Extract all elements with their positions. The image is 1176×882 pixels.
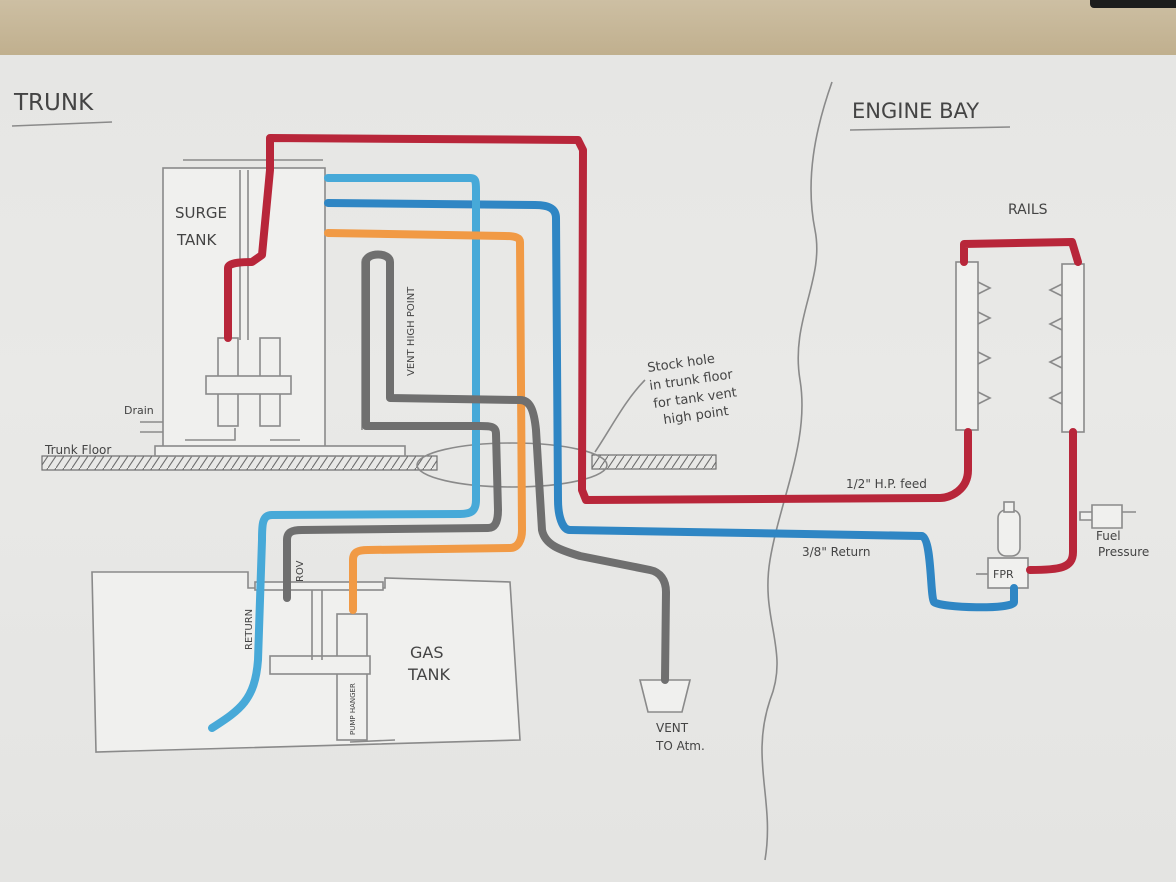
trunk-underline — [11, 121, 113, 127]
desk-surface — [0, 0, 1176, 60]
fpr-dome — [997, 509, 1021, 557]
trunk-floor-right — [591, 454, 717, 470]
trunk-engine-divider — [761, 81, 833, 861]
fuel-pressure-label-2: Pressure — [1098, 545, 1149, 559]
orange-feed-line — [324, 229, 526, 614]
vent-label-1: VENT — [656, 721, 689, 735]
gas-tank-flange — [254, 581, 384, 591]
pump-hanger-bracket — [269, 655, 371, 675]
gray-vent-line — [283, 250, 670, 684]
rov-label: ROV — [295, 560, 306, 582]
return-line-label: 3/8" Return — [802, 545, 870, 559]
surge-tank-label-2: TANK — [176, 231, 217, 249]
hp-feed-label: 1/2" H.P. feed — [846, 477, 927, 491]
vent-high-point-label: VENT HIGH POINT — [406, 286, 417, 376]
surge-tank-label-1: SURGE — [175, 204, 227, 222]
drain-label: Drain — [124, 404, 154, 417]
rail-injectors-left — [977, 281, 992, 405]
fpr-body — [987, 557, 1029, 589]
pump-hanger-label: PUMP HANGER — [349, 683, 357, 735]
fuel-pressure-label-1: Fuel — [1096, 529, 1121, 543]
surge-pump-bracket — [205, 375, 292, 395]
fuel-pressure-sender — [1079, 504, 1136, 529]
return-vertical-label: RETURN — [244, 609, 255, 650]
red-hp-feed-line — [224, 134, 972, 504]
trunk-floor-label: Trunk Floor — [44, 443, 111, 457]
surge-tank-body — [162, 167, 326, 449]
fuel-rail-left — [955, 261, 979, 431]
fpr-cap — [1003, 501, 1015, 513]
gas-tank-label-2: TANK — [407, 665, 450, 684]
surge-tank-base — [154, 445, 406, 457]
stock-hole-leader — [594, 379, 646, 453]
trunk-floor-left — [41, 455, 438, 471]
pump-hanger-body — [336, 613, 368, 741]
rail-injectors-right — [1048, 283, 1063, 405]
trunk-title: TRUNK — [13, 90, 94, 116]
rails-label: RAILS — [1008, 202, 1048, 218]
vent-filter — [638, 679, 692, 713]
stock-hole-outline — [416, 442, 608, 488]
engine-bay-title: ENGINE BAY — [852, 99, 979, 123]
fpr-label: FPR — [993, 568, 1014, 581]
surge-pump-feet — [185, 428, 300, 441]
vent-label-2: TO Atm. — [655, 739, 705, 753]
red-rail-crossover — [960, 238, 1082, 266]
light-blue-return-line — [208, 174, 480, 732]
gas-tank-label-1: GAS — [410, 643, 444, 662]
fuel-rail-right — [1061, 263, 1085, 433]
drain-fitting — [140, 421, 163, 433]
blue-return-line — [324, 199, 1018, 612]
red-rail-to-fpr — [1026, 428, 1077, 574]
desk-edge — [1090, 0, 1176, 8]
pump-hanger-foot — [349, 739, 396, 743]
engine-bay-underline — [849, 126, 1011, 131]
